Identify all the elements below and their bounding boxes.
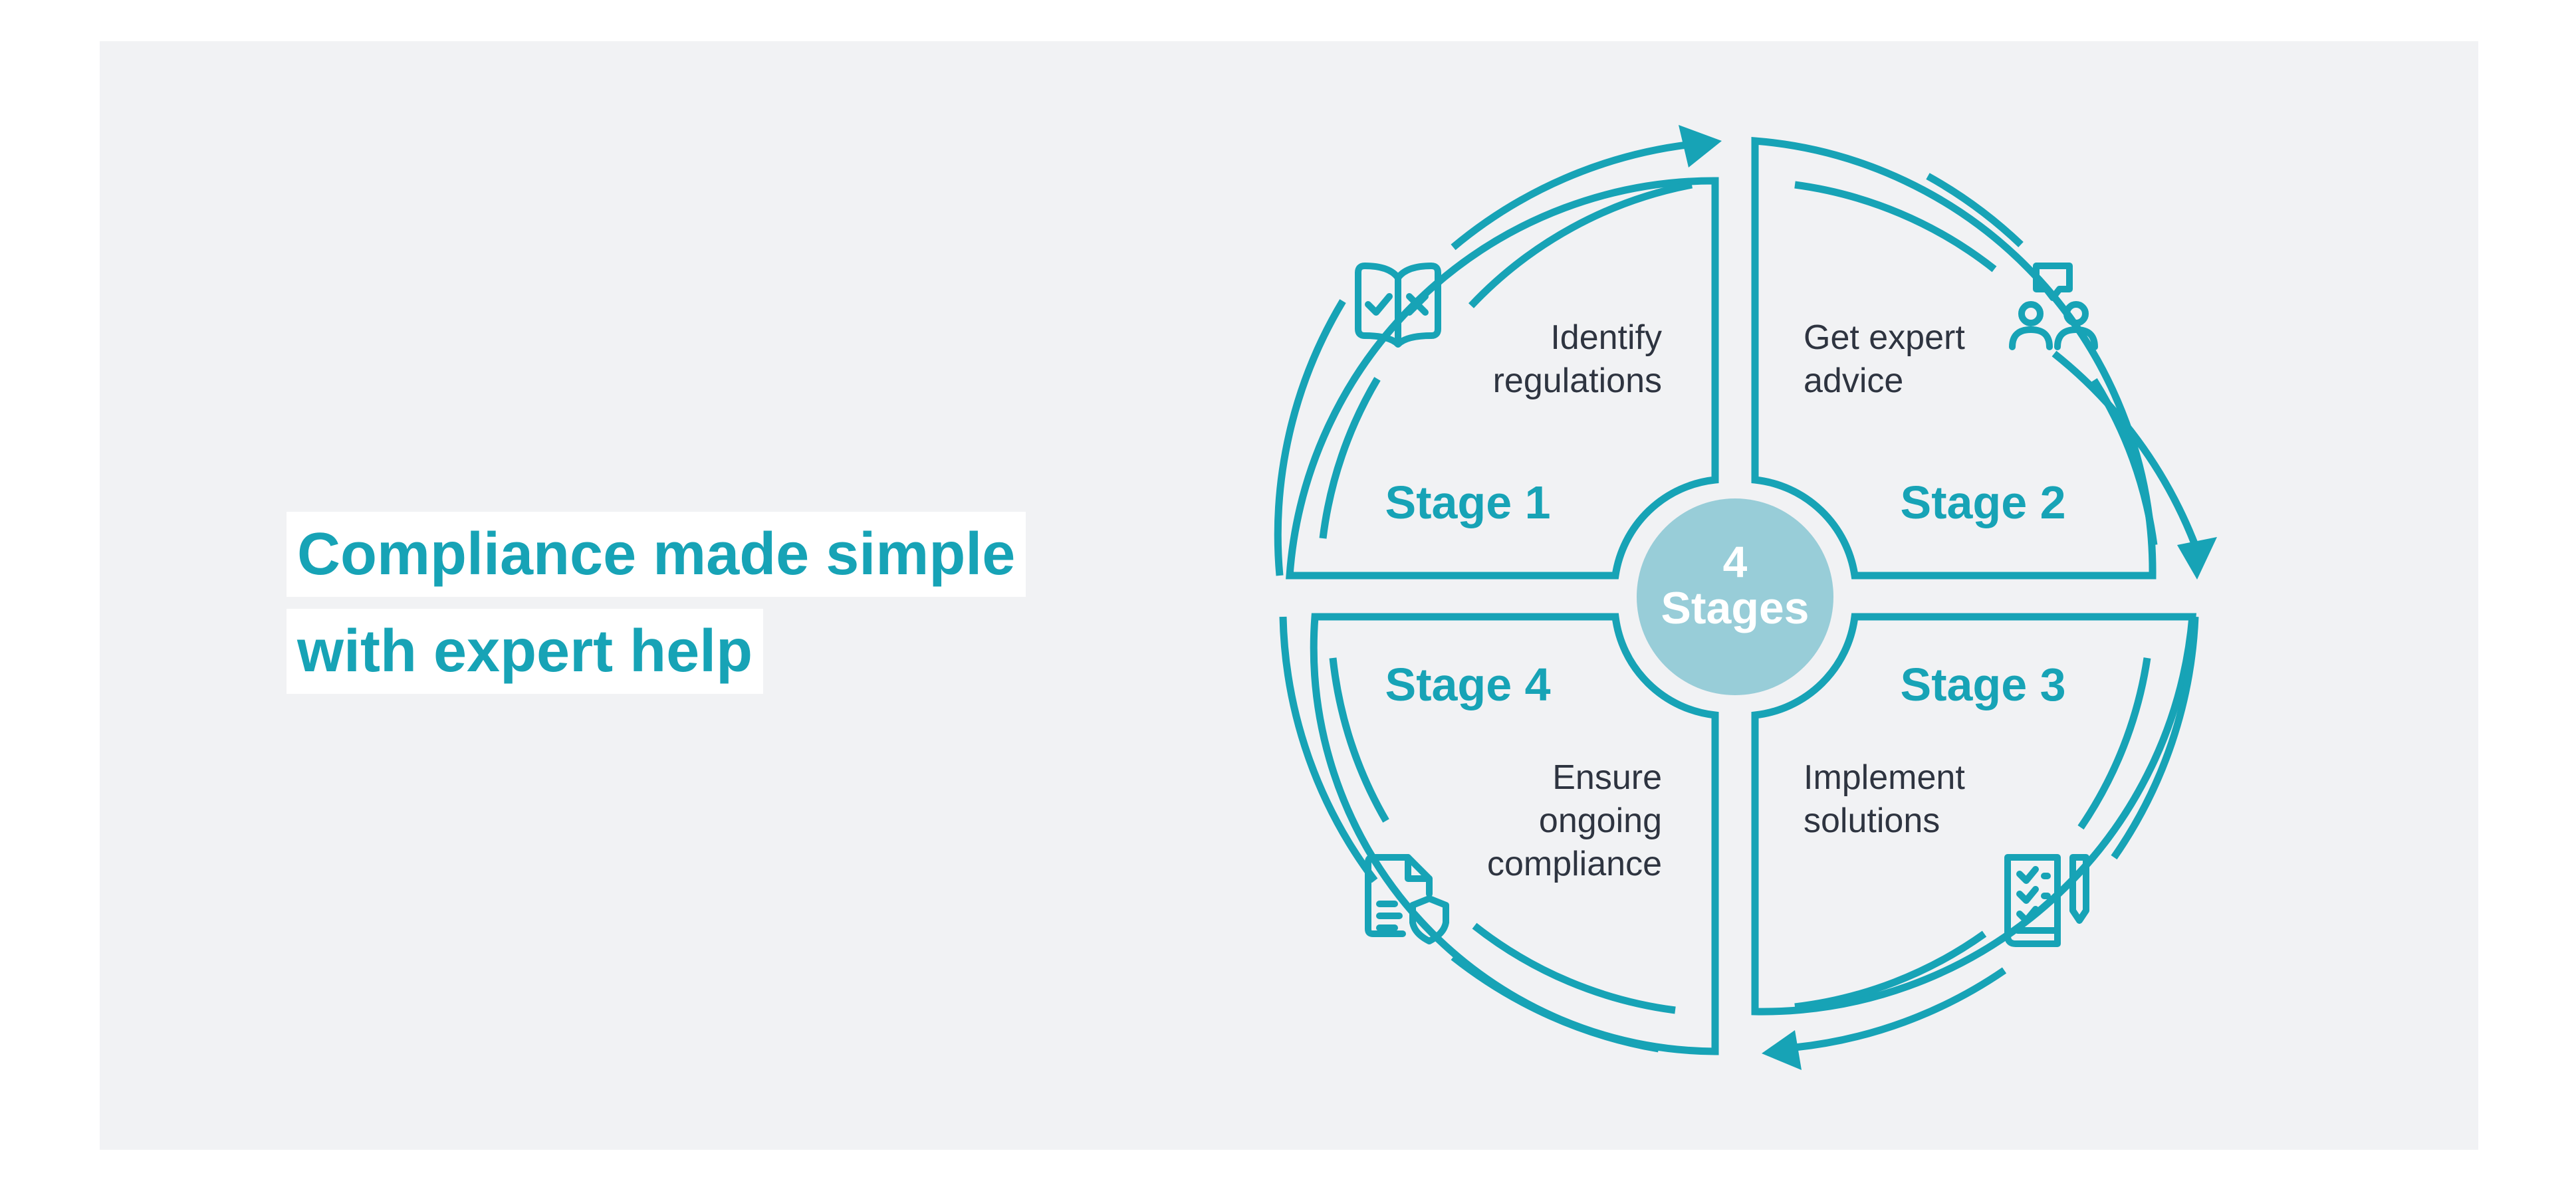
stage-2-title: Stage 2 <box>1901 477 2066 528</box>
inner-arc-stage-1-lower <box>1319 377 1381 539</box>
center-circle <box>1637 498 1833 695</box>
quadrant-stage-1 <box>1286 177 1719 580</box>
headline-line-1: Compliance made simple <box>287 512 1026 597</box>
headline: Compliance made simple with expert help <box>287 512 1026 694</box>
outer-arc-stage-3 <box>1794 967 2007 1051</box>
stage-1-desc-line-1: Identify <box>1550 318 1662 357</box>
inner-arc-stage-3 <box>2077 657 2151 830</box>
stage-3-title: Stage 3 <box>1901 659 2066 710</box>
book-check-x-icon <box>1355 263 1441 348</box>
stage-1-desc-line-2: regulations <box>1493 362 1662 400</box>
expert-advice-icon <box>2009 263 2098 350</box>
headline-line-2: with expert help <box>287 609 764 694</box>
inner-arc-stage-3-lower <box>1794 930 1987 1011</box>
stage-4-desc-line-1: Ensure <box>1552 758 1662 797</box>
center-number: 4 <box>1723 537 1748 586</box>
arrowhead-top <box>1679 125 1722 167</box>
center-label: Stages <box>1661 583 1810 633</box>
arrowhead-right <box>2177 537 2217 580</box>
inner-arc-stage-4 <box>1329 657 1389 823</box>
outer-arc-stage-1-lower <box>1274 299 1346 576</box>
stage-1-title: Stage 1 <box>1385 477 1551 528</box>
outer-arc-stage-3-upper <box>2111 616 2199 860</box>
outer-arc-stage-4 <box>1279 616 1378 883</box>
inner-arc-stage-1 <box>1468 181 1693 308</box>
outer-arc-stage-2 <box>2051 350 2199 546</box>
stage-3-desc-line-2: solutions <box>1804 802 1940 840</box>
outer-arc-stage-1 <box>1451 140 1693 251</box>
stage-4-title: Stage 4 <box>1385 659 1551 710</box>
quadrant-stage-3 <box>1751 613 2196 1016</box>
outer-arc-stage-4-lower <box>1451 954 1659 1053</box>
inner-arc-stage-4-lower <box>1472 922 1676 1014</box>
stage-2-desc-line-1: Get expert <box>1804 318 1965 357</box>
arrowhead-bottom <box>1762 1030 1802 1070</box>
stage-3-desc-line-1: Implement <box>1804 758 1965 797</box>
inner-arc-stage-2-lower <box>2091 378 2158 546</box>
document-shield-icon <box>1365 854 1449 944</box>
checklist-scroll-icon <box>2004 854 2089 947</box>
outer-arc-stage-2-upper <box>1926 173 2024 247</box>
stage-4-desc-line-2: ongoing <box>1539 802 1662 840</box>
stage-2-desc-line-2: advice <box>1804 362 1903 400</box>
inner-arc-stage-2 <box>1794 181 1997 272</box>
stage-4-desc-line-3: compliance <box>1487 845 1662 883</box>
